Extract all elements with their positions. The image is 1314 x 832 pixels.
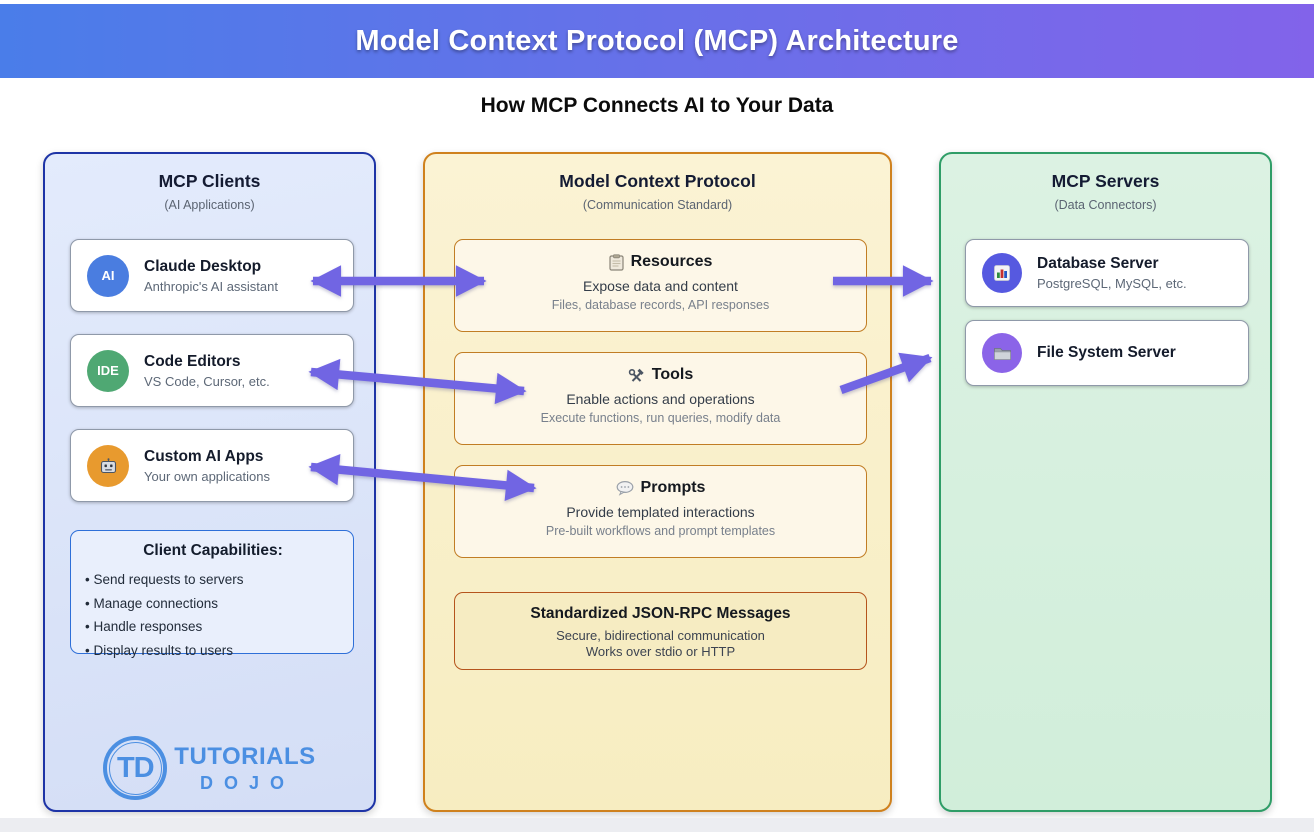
client-card-title: Custom AI Apps <box>144 447 264 465</box>
feature-card-resources: Resources Expose data and content Files,… <box>454 239 867 332</box>
td-monogram-text: TD <box>116 751 155 784</box>
ai-badge-label: AI <box>101 268 115 283</box>
capability-item: • Send requests to servers <box>85 572 244 587</box>
clients-panel-title: MCP Clients <box>158 171 261 191</box>
protocol-panel-subtitle: (Communication Standard) <box>582 198 733 212</box>
client-capabilities-title: Client Capabilities: <box>143 542 283 559</box>
feature-line1: Enable actions and operations <box>566 391 755 407</box>
logo-line2: DOJO <box>199 772 295 793</box>
client-card-title: Code Editors <box>144 352 241 370</box>
servers-panel: MCP Servers (Data Connectors) Database S… <box>939 152 1272 812</box>
client-card-code-editors: IDE Code Editors VS Code, Cursor, etc. <box>70 334 354 407</box>
feature-line2: Files, database records, API responses <box>551 298 770 312</box>
client-card-subtitle: Your own applications <box>144 468 270 484</box>
feature-line2: Pre-built workflows and prompt templates <box>545 524 776 538</box>
clipboard-icon <box>608 253 624 271</box>
feature-card-prompts: Prompts Provide templated interactions P… <box>454 465 867 558</box>
feature-line1: Provide templated interactions <box>566 504 755 520</box>
server-card-database: Database Server PostgreSQL, MySQL, etc. <box>965 239 1249 307</box>
client-card-subtitle: VS Code, Cursor, etc. <box>144 373 270 389</box>
logo-line1: TUTORIALS <box>174 742 316 770</box>
td-monogram-icon: TD <box>103 736 168 800</box>
capability-item: • Display results to users <box>85 642 234 658</box>
servers-panel-subtitle: (Data Connectors) <box>1054 198 1157 212</box>
servers-panel-title: MCP Servers <box>1051 171 1160 191</box>
jsonrpc-line1: Secure, bidirectional communication <box>556 628 765 643</box>
server-card-subtitle: PostgreSQL, MySQL, etc. <box>1037 276 1187 291</box>
client-card-claude-desktop: AI Claude Desktop Anthropic's AI assista… <box>70 239 354 312</box>
feature-line1: Expose data and content <box>583 278 738 294</box>
capability-item: • Handle responses <box>85 619 203 634</box>
tutorials-dojo-logo: TD TUTORIALS DOJO <box>45 736 374 800</box>
protocol-panel: Model Context Protocol (Communication St… <box>423 152 892 812</box>
server-card-title: Database Server <box>1037 255 1159 272</box>
page-bottom-strip <box>0 818 1314 832</box>
feature-line2: Execute functions, run queries, modify d… <box>540 411 781 425</box>
ai-badge: AI <box>87 254 129 297</box>
feature-title: Tools <box>651 366 694 383</box>
feature-title: Prompts <box>640 479 706 496</box>
jsonrpc-title: Standardized JSON-RPC Messages <box>530 605 791 622</box>
server-card-file-system: File System Server <box>965 320 1249 386</box>
clients-panel: MCP Clients (AI Applications) AI Claude … <box>43 152 376 812</box>
capability-item: • Manage connections <box>85 595 219 611</box>
ide-badge: IDE <box>87 349 129 392</box>
page-title: Model Context Protocol (MCP) Architectur… <box>355 24 959 57</box>
tools-icon <box>628 367 645 384</box>
clients-panel-subtitle: (AI Applications) <box>164 198 255 212</box>
client-card-custom-ai-apps: Custom AI Apps Your own applications <box>70 429 354 502</box>
feature-card-tools: Tools Enable actions and operations Exec… <box>454 352 867 445</box>
speech-bubble-icon <box>616 480 634 496</box>
folder-icon <box>982 333 1022 373</box>
bar-chart-icon <box>982 253 1022 293</box>
diagram-subtitle: How MCP Connects AI to Your Data <box>480 94 834 117</box>
client-card-subtitle: Anthropic's AI assistant <box>144 278 278 294</box>
server-card-title: File System Server <box>1037 344 1176 361</box>
jsonrpc-messages-box: Standardized JSON-RPC Messages Secure, b… <box>454 592 867 670</box>
protocol-panel-title: Model Context Protocol <box>559 171 756 191</box>
header-banner: Model Context Protocol (MCP) Architectur… <box>0 4 1314 78</box>
client-card-title: Claude Desktop <box>144 257 262 275</box>
jsonrpc-line2: Works over stdio or HTTP <box>585 644 736 659</box>
feature-title: Resources <box>630 253 713 270</box>
client-capabilities-box: Client Capabilities: • Send requests to … <box>70 530 354 658</box>
robot-icon <box>87 444 129 487</box>
ide-badge-label: IDE <box>97 363 119 378</box>
